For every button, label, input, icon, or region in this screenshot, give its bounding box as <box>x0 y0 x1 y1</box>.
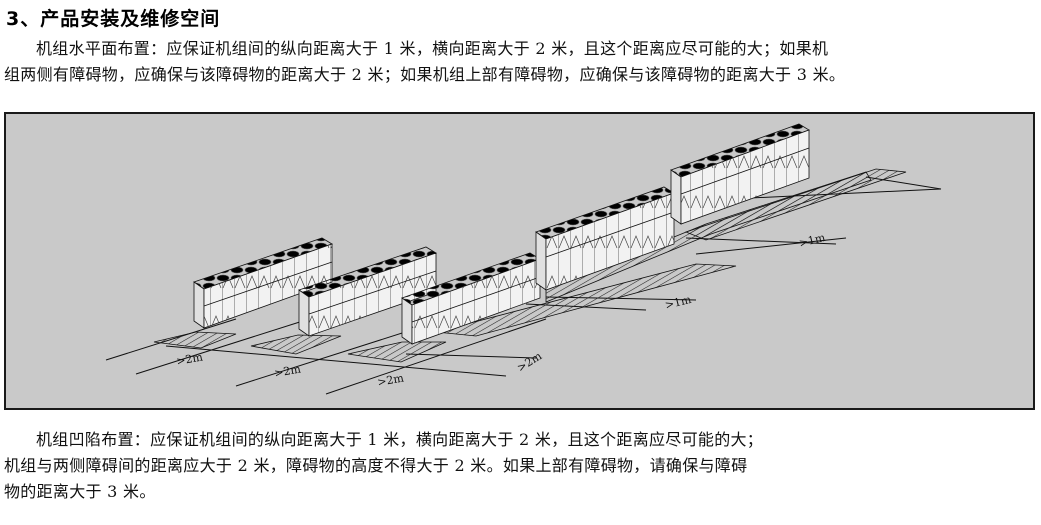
dimension-label-2m-c: >2m <box>376 371 405 389</box>
horizontal-layout-paragraph: 机组水平面布置：应保证机组间的纵向距离大于 1 米，横向距离大于 2 米，且这个… <box>4 36 1037 88</box>
recessed-layout-paragraph: 机组凹陷布置：应保证机组间的纵向距离大于 1 米，横向距离大于 2 米，且这个距… <box>4 427 1037 505</box>
chiller-unit-2 <box>298 246 437 337</box>
paragraph1-line1: 机组水平面布置：应保证机组间的纵向距离大于 1 米，横向距离大于 2 米，且这个… <box>36 39 829 58</box>
paragraph2-line3: 物的距离大于 3 米。 <box>4 482 156 501</box>
hatched-clearance-zones <box>153 168 907 363</box>
paragraph2-line2: 机组与两侧障碍间的距离应大于 2 米，障碍物的高度不得大于 2 米。如果上部有障… <box>4 456 748 475</box>
chiller-unit-5 <box>670 123 810 225</box>
chiller-unit-3 <box>401 252 541 345</box>
paragraph1-line2: 组两侧有障碍物，应确保与该障碍物的距离大于 2 米；如果机组上部有障碍物，应确保… <box>4 65 846 84</box>
paragraph2-line1: 机组凹陷布置：应保证机组间的纵向距离大于 1 米，横向距离大于 2 米，且这个距… <box>36 430 764 449</box>
chiller-unit-4 <box>535 186 675 291</box>
clearance-diagram: >2m >2m >2m >2m >1m >1m <box>105 123 942 395</box>
dimension-label-2m-b: >2m <box>273 362 302 380</box>
section-heading: 3、产品安装及维修空间 <box>6 8 221 30</box>
installation-clearance-figure: >2m >2m >2m >2m >1m >1m <box>4 112 1035 410</box>
dimension-label-2m-d: >2m <box>515 349 545 374</box>
dimension-label-2m-a: >2m <box>175 350 204 368</box>
dimension-label-1m-a: >1m <box>664 293 694 312</box>
dimension-label-1m-b: >1m <box>798 231 828 250</box>
chiller-unit-1 <box>193 237 333 329</box>
